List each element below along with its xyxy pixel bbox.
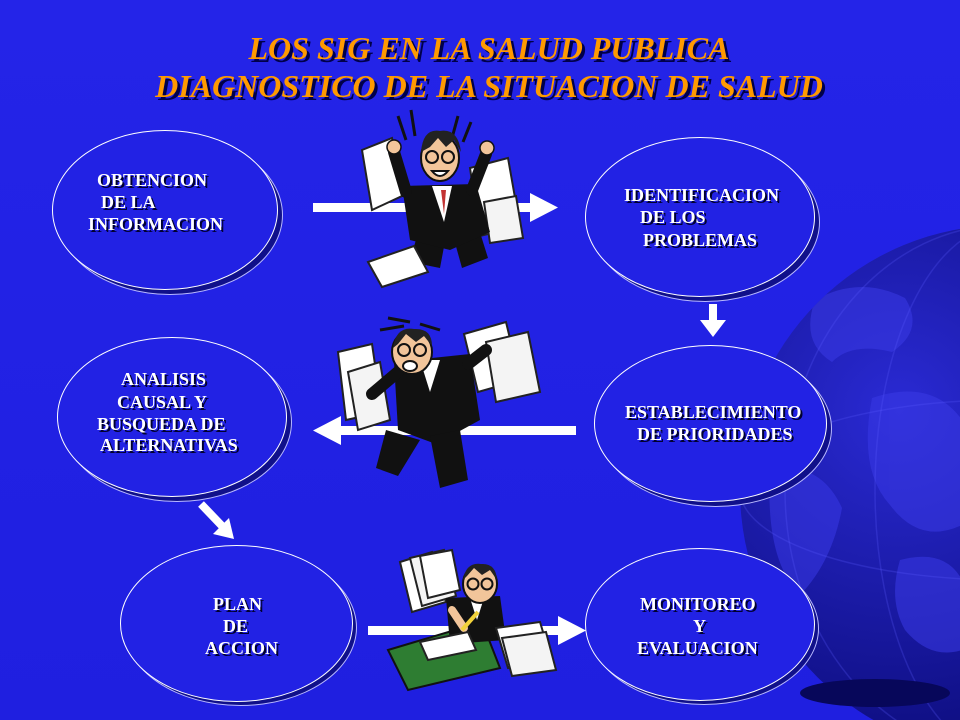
step-analisis-line-1: ANALISIS [121,369,207,389]
step-plan-line-1: PLAN [213,594,262,614]
businessman-at-desk-icon [386,548,558,692]
step-ellipse-plan [120,545,353,702]
arrow-icon [700,304,726,337]
running-businessman-icon [336,316,542,488]
step-identificacion-line-3: PROBLEMAS [643,230,758,250]
step-monitoreo-line-2: Y [693,616,706,636]
step-obtencion-line-3: INFORMACION [88,214,223,234]
step-ellipse-identificacion [585,137,815,297]
step-obtencion-line-1: OBTENCION [97,170,208,190]
step-ellipse-obtencion [52,130,278,290]
slide-title-line-1: LOS SIG EN LA SALUD PUBLICA [248,30,730,66]
step-identificacion-line-2: DE LOS [640,207,706,227]
step-analisis-line-2: CAUSAL Y [117,392,207,412]
arrow-icon [198,501,234,539]
slide-title-line-2: DIAGNOSTICO DE LA SITUACION DE SALUD [155,68,823,104]
step-obtencion-line-2: DE LA [101,192,156,212]
frantic-businessman-icon [360,109,525,289]
step-plan-line-2: DE [223,616,249,636]
step-establecimiento-line-1: ESTABLECIMIENTO [625,402,802,422]
step-ellipse-monitoreo [585,548,815,701]
step-ellipse-analisis [57,337,287,497]
step-identificacion-line-1: IDENTIFICACION [624,185,780,205]
step-ellipse-establecimiento [594,345,827,502]
step-analisis-line-3: BUSQUEDA DE [97,414,226,434]
step-monitoreo-line-3: EVALUACION [637,638,758,658]
step-establecimiento-line-2: DE PRIORIDADES [637,424,793,444]
step-analisis-line-4: ALTERNATIVAS [100,435,238,455]
step-plan-line-3: ACCION [205,638,279,658]
step-monitoreo-line-1: MONITOREO [640,594,756,614]
